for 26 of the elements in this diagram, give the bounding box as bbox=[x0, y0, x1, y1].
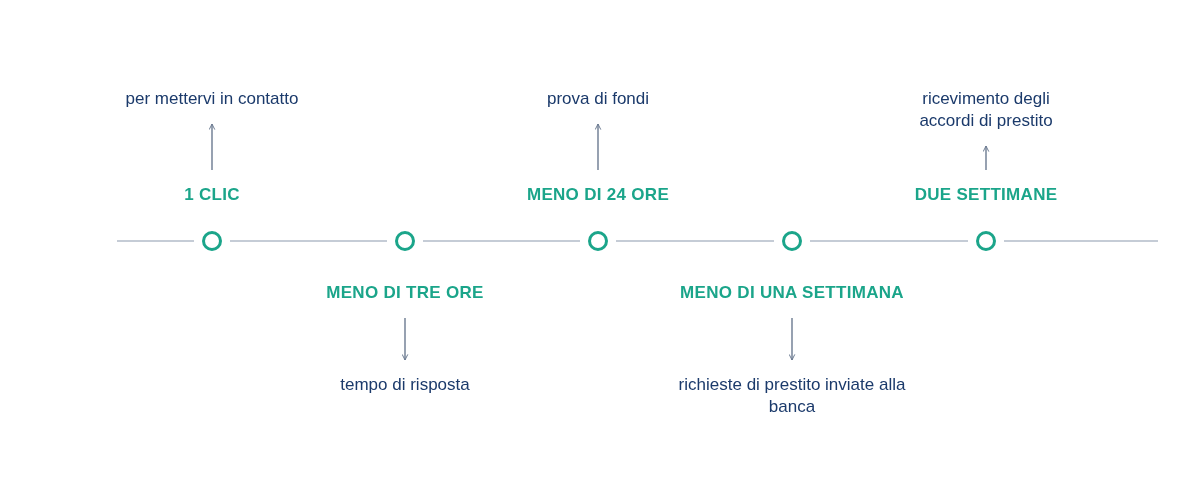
milestone-description: ricevimento degli accordi di prestito bbox=[896, 88, 1076, 132]
timeline-marker bbox=[782, 231, 802, 251]
arrow bbox=[401, 317, 409, 361]
timeline-marker bbox=[202, 231, 222, 251]
milestone-heading: 1 CLIC bbox=[184, 184, 240, 206]
timeline-line bbox=[116, 240, 195, 242]
milestone-description: tempo di risposta bbox=[285, 374, 525, 396]
milestone-heading: MENO DI TRE ORE bbox=[326, 282, 484, 304]
milestone-heading: MENO DI UNA SETTIMANA bbox=[680, 282, 904, 304]
timeline-marker bbox=[588, 231, 608, 251]
timeline-line bbox=[422, 240, 581, 242]
arrow bbox=[208, 123, 216, 171]
milestone-heading: DUE SETTIMANE bbox=[914, 184, 1058, 206]
timeline-marker bbox=[976, 231, 996, 251]
milestone-heading: MENO DI 24 ORE bbox=[526, 184, 670, 206]
milestone-description: prova di fondi bbox=[488, 88, 708, 110]
timeline-line bbox=[809, 240, 969, 242]
timeline-line bbox=[229, 240, 388, 242]
arrow bbox=[982, 145, 990, 171]
milestone-description: richieste di prestito inviate alla banca bbox=[662, 374, 922, 418]
timeline-line bbox=[615, 240, 775, 242]
arrow bbox=[594, 123, 602, 171]
milestone-description: per mettervi in contatto bbox=[82, 88, 342, 110]
arrow bbox=[788, 317, 796, 361]
timeline-marker bbox=[395, 231, 415, 251]
timeline-line bbox=[1003, 240, 1159, 242]
